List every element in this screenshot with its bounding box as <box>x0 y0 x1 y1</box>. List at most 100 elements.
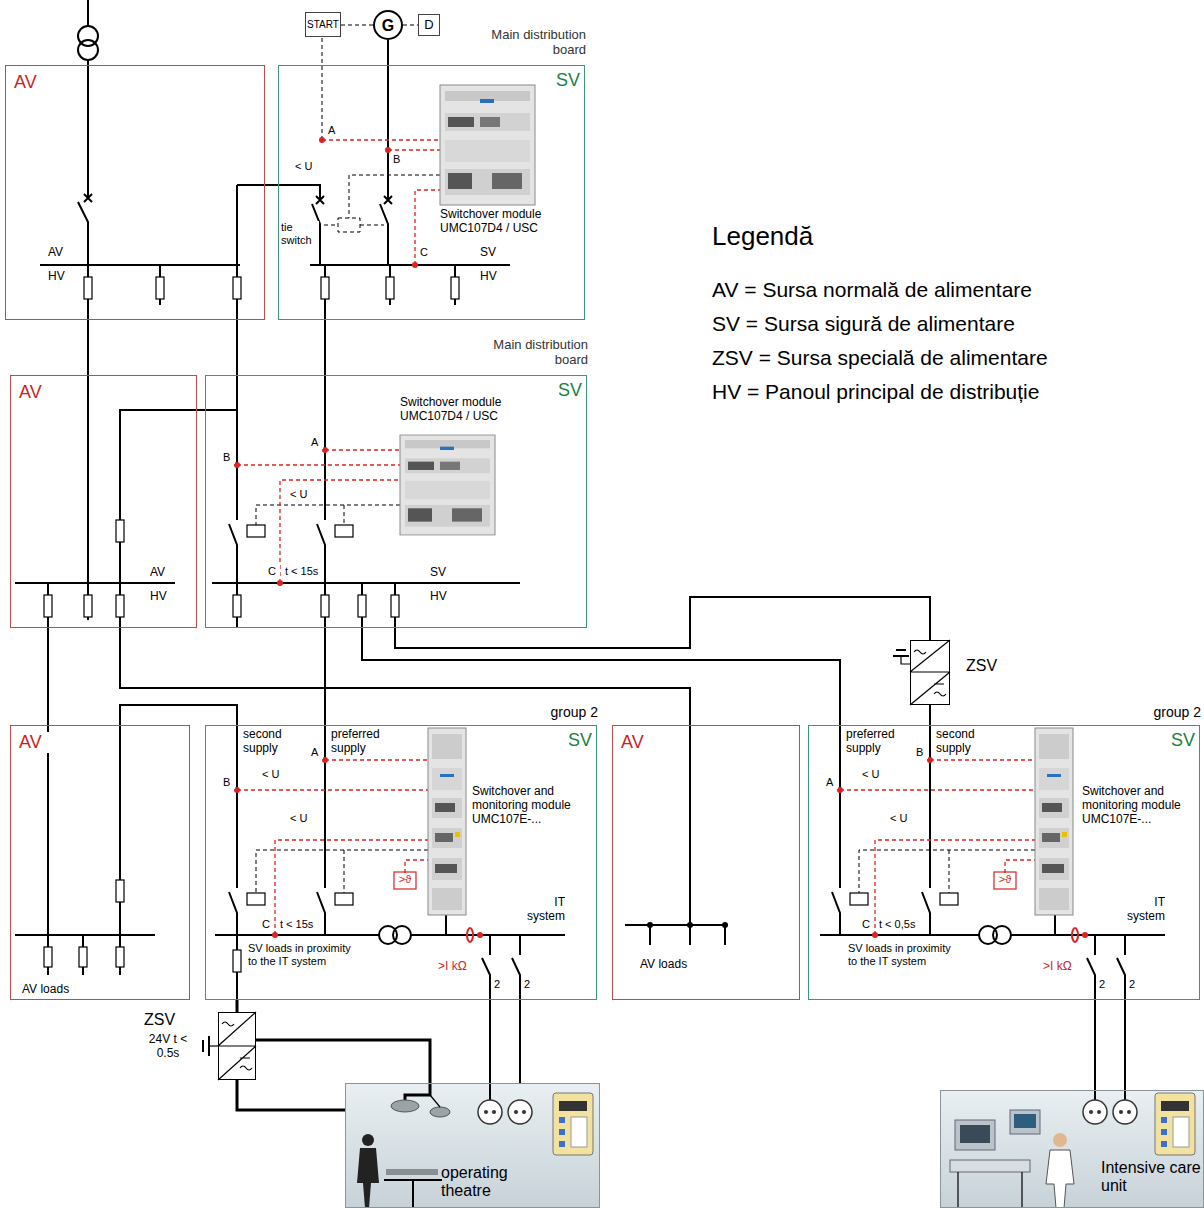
label: A <box>826 776 838 789</box>
label: 2 <box>524 978 534 991</box>
node-text: SV <box>556 70 582 91</box>
connector-wire <box>403 25 418 26</box>
label: Switchover module UMC107D4 / USC <box>440 208 555 236</box>
node-text: AV <box>14 72 44 93</box>
diesel-box: D <box>418 14 440 36</box>
label: A <box>328 124 340 137</box>
connector-wire <box>341 25 373 26</box>
room-panel: operating theatre <box>345 1083 600 1208</box>
label: Switchover module UMC107D4 / USC <box>400 396 515 424</box>
normal-supply-region: AV <box>10 725 190 1000</box>
safe-supply-region: Main distribution boardSV <box>278 65 585 320</box>
label: B <box>916 746 928 759</box>
label: preferred supply <box>331 728 395 756</box>
connector-wire <box>489 1000 491 1083</box>
node-text: SV <box>1171 730 1197 751</box>
node-text: ZSV <box>966 657 1008 675</box>
label: < U <box>290 488 316 501</box>
label: SV loads in proximity to the IT system <box>848 942 958 967</box>
label: 2 <box>494 978 504 991</box>
label: SV <box>430 566 454 580</box>
label: t < 15s <box>285 565 323 578</box>
label: t < 0,5s <box>879 918 923 931</box>
connector-wire <box>395 597 930 648</box>
node-text: SV <box>568 730 594 751</box>
label: IT system <box>518 896 565 924</box>
label: >I kΩ <box>1043 960 1083 974</box>
node-text: AV <box>621 732 651 753</box>
node-text: START <box>306 19 340 31</box>
connector-wire <box>387 40 389 65</box>
node-text: Main distribution board <box>476 338 588 368</box>
connector-wire <box>265 184 278 186</box>
label: A <box>311 746 323 759</box>
legend-title: Legendă <box>712 222 932 252</box>
legend-text: AV = Sursa normală de alimentare <box>712 278 1192 302</box>
label: SV <box>480 246 504 260</box>
safe-supply-region: Main distribution boardSV <box>205 375 587 628</box>
connector-wire <box>324 320 326 375</box>
label: HV <box>480 270 504 284</box>
connector-wire <box>236 320 238 375</box>
label: tie switch <box>281 221 319 246</box>
label: t < 15s <box>280 918 320 931</box>
legend-text: SV = Sursa sigură de alimentare <box>712 312 1192 336</box>
node-text: group 2 <box>1131 704 1201 720</box>
node-text: AV <box>19 382 49 403</box>
label: 2 <box>1099 978 1109 991</box>
label: SV loads in proximity to the IT system <box>248 942 358 967</box>
connector-wire <box>256 1040 430 1083</box>
node-text: operating theatre <box>441 1164 551 1201</box>
label: 2 <box>1129 978 1139 991</box>
normal-supply-region: AV <box>5 65 265 320</box>
node-text: SV <box>558 380 584 401</box>
label: < U <box>862 768 888 781</box>
label: HV <box>430 590 454 604</box>
label: preferred supply <box>846 728 910 756</box>
connector-wire <box>120 628 690 725</box>
label: C <box>862 918 874 931</box>
node-text: G <box>375 17 401 35</box>
label: < U <box>890 812 916 825</box>
node-text: Main distribution board <box>474 28 586 58</box>
connector-wire <box>47 628 49 725</box>
connector-wire <box>87 320 89 375</box>
label: B <box>223 451 235 464</box>
label: C <box>420 246 432 259</box>
room-panel: Intensive care unit <box>940 1090 1204 1208</box>
label: >I kΩ <box>438 960 478 974</box>
label: < U <box>262 768 288 781</box>
label: AV loads <box>640 958 720 972</box>
label: Switchover and monitoring module UMC107E… <box>472 785 592 826</box>
connector-wire <box>236 1000 239 1012</box>
node-text: AV <box>19 732 49 753</box>
node-text: D <box>419 18 439 33</box>
ups-box: ZSV <box>910 640 950 705</box>
node-text: Intensive care unit <box>1101 1159 1201 1196</box>
label: B <box>223 776 235 789</box>
label: AV <box>150 566 174 580</box>
label: < U <box>295 160 321 173</box>
generator-circle: G <box>373 10 403 40</box>
legend-text: ZSV = Sursa specială de alimentare <box>712 346 1192 370</box>
node-text: ZSV <box>144 1011 186 1029</box>
label: < U <box>290 812 316 825</box>
label: B <box>393 153 405 166</box>
connector-wire <box>362 628 840 725</box>
label: second supply <box>936 728 994 756</box>
start-box: START <box>305 12 341 37</box>
label: IT system <box>1118 896 1165 924</box>
node-text: group 2 <box>528 704 598 720</box>
label: >ϑ <box>395 873 415 886</box>
label: HV <box>48 270 72 284</box>
label: second supply <box>243 728 299 756</box>
label: >ϑ <box>995 873 1015 886</box>
connector-wire <box>324 628 326 725</box>
label: HV <box>150 590 174 604</box>
label: Switchover and monitoring module UMC107E… <box>1082 785 1197 826</box>
label: C <box>262 918 274 931</box>
connector-wire <box>120 705 237 725</box>
label: AV loads <box>22 983 102 997</box>
label: A <box>311 436 323 449</box>
connector-wire <box>1094 1000 1096 1090</box>
